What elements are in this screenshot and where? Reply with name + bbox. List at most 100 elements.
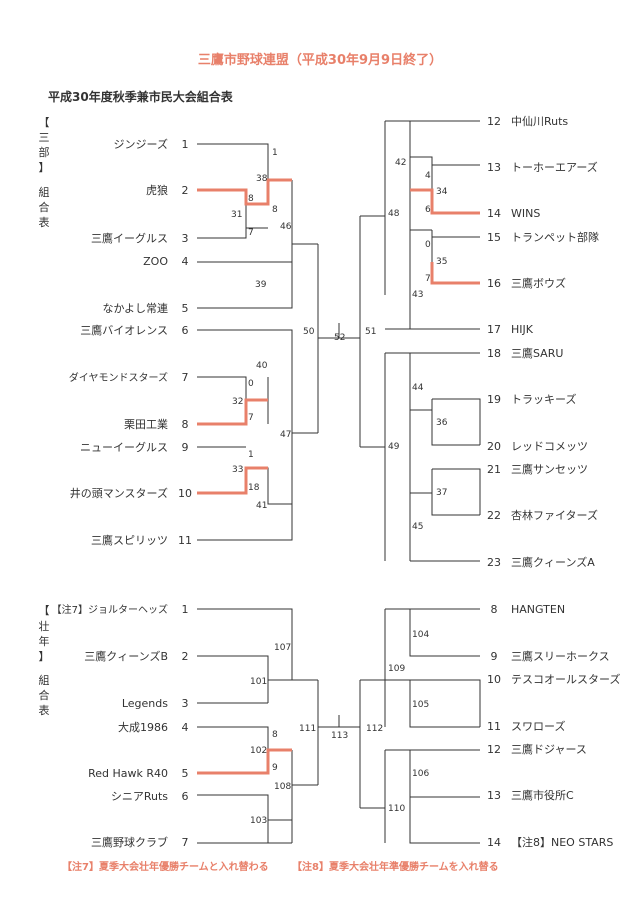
team-number: 10 [178, 487, 192, 500]
team-name: 【注8】NEO STARS [511, 835, 613, 849]
team-name: 井の頭マンスターズ [70, 486, 168, 500]
team-name: トーホーエアーズ [511, 160, 598, 174]
team-name: ニューイーグルス [80, 440, 168, 454]
team-name: なかよし常連 [103, 301, 168, 315]
team-number: 8 [182, 418, 189, 431]
note-7: 【注7】夏季大会壮年優勝チームと入れ替わる [62, 860, 269, 873]
team-name: 虎狼 [146, 183, 168, 197]
section2-label-char1: 壮 [39, 620, 50, 633]
match-label: 103 [250, 816, 267, 826]
section2-winner-lines [197, 748, 292, 775]
team-number: 5 [182, 302, 189, 315]
section2-label-char4: 合 [39, 688, 50, 702]
match-label: 113 [331, 731, 348, 741]
section2-match-labels: 107 101 8 102 9 108 103 111 113 112 104 … [250, 630, 429, 826]
team-number: 22 [487, 509, 501, 522]
section2-left-teams: 【注7】ジョルターヘッズ 1 三鷹クィーンズB 2 Legends 3 大成19… [52, 603, 189, 849]
team-number: 2 [182, 184, 189, 197]
match-label: 1 [272, 148, 278, 158]
team-name: 三鷹イーグルス [91, 231, 168, 245]
team-name: 三鷹スピリッツ [91, 533, 168, 547]
team-name: 栗田工業 [124, 418, 168, 431]
match-label: 31 [231, 210, 242, 220]
match-label: 107 [274, 643, 291, 653]
team-number: 11 [178, 534, 192, 547]
page-title: 三鷹市野球連盟（平成30年9月9日終了） [198, 52, 442, 68]
section1-label: 【 三 部 】 組 合 表 [39, 116, 50, 229]
match-label: 101 [250, 677, 267, 687]
team-number: 1 [182, 603, 189, 616]
match-label: 1 [248, 450, 254, 460]
section2-bracket-lines [197, 608, 481, 844]
team-name: ジンジーズ [114, 137, 168, 151]
team-number: 6 [182, 324, 189, 337]
match-label: 109 [388, 664, 405, 674]
match-label: 110 [388, 804, 405, 814]
section1-match-labels: 1 38 8 31 8 7 46 39 40 0 32 7 47 1 33 18… [231, 148, 448, 532]
team-number: 9 [491, 650, 498, 663]
team-name: Red Hawk R40 [88, 767, 168, 780]
match-label: 41 [256, 501, 267, 511]
team-number: 6 [182, 790, 189, 803]
note-8: 【注8】夏季大会壮年準優勝チームを入れ替る [292, 860, 499, 873]
team-number: 3 [182, 697, 189, 710]
team-number: 13 [487, 161, 501, 174]
team-name: 三鷹ボウズ [511, 276, 566, 290]
section2-label-char3: 組 [39, 674, 50, 687]
match-label: 46 [280, 222, 292, 232]
match-label: 45 [412, 522, 423, 532]
section2-label-char2: 年 [39, 634, 50, 648]
section1-label-open: 【 [39, 116, 50, 129]
match-label: 42 [395, 158, 406, 168]
team-number: 17 [487, 323, 501, 336]
team-number: 14 [487, 207, 501, 220]
section2-label: 【 壮 年 】 組 合 表 [39, 604, 50, 717]
match-label: 7 [248, 228, 254, 238]
section1-winner-lines [197, 178, 480, 495]
team-number: 11 [487, 720, 501, 733]
team-name: スワローズ [511, 719, 565, 733]
match-label: 6 [425, 205, 431, 215]
team-name: トランペット部隊 [511, 230, 599, 244]
match-label: 44 [412, 383, 424, 393]
team-number: 5 [182, 767, 189, 780]
section1-left-teams: ジンジーズ 1 虎狼 2 三鷹イーグルス 3 ZOO 4 なかよし常連 5 三鷹… [69, 137, 192, 547]
match-label: 111 [299, 724, 316, 734]
team-name: HANGTEN [511, 603, 565, 616]
team-name: トラッキーズ [511, 392, 576, 406]
team-name: 三鷹バイオレンス [80, 323, 168, 337]
match-label: 8 [248, 194, 254, 204]
team-name: 三鷹スリーホークス [511, 649, 610, 663]
match-label: 32 [232, 397, 243, 407]
page-subtitle: 平成30年度秋季兼市民大会組合表 [48, 89, 234, 104]
team-number: 1 [182, 138, 189, 151]
section1-bracket-lines [197, 120, 481, 562]
match-label: 39 [255, 280, 267, 290]
match-label: 0 [248, 379, 254, 389]
section1-label-char3: 組 [39, 186, 50, 199]
match-label: 37 [436, 488, 447, 498]
team-name: HIJK [511, 323, 534, 336]
team-number: 19 [487, 393, 501, 406]
team-name: 三鷹市役所C [511, 788, 574, 802]
match-label: 18 [248, 483, 260, 493]
team-number: 23 [487, 556, 501, 569]
match-label: 33 [232, 465, 243, 475]
team-number: 9 [182, 441, 189, 454]
team-number: 4 [182, 721, 189, 734]
section1-label-close: 】 [39, 161, 50, 174]
team-number: 15 [487, 231, 501, 244]
team-number: 10 [487, 673, 501, 686]
match-label: 104 [412, 630, 429, 640]
section1-label-char4: 合 [39, 200, 50, 214]
match-label: 36 [436, 418, 448, 428]
team-number: 13 [487, 789, 501, 802]
team-name: シニアRuts [111, 790, 168, 803]
team-number: 18 [487, 347, 501, 360]
team-number: 3 [182, 232, 189, 245]
team-name: 【注7】ジョルターヘッズ [52, 603, 168, 616]
match-label: 34 [436, 187, 448, 197]
team-name: テスコオールスターズ [511, 672, 620, 686]
team-number: 4 [182, 255, 189, 268]
